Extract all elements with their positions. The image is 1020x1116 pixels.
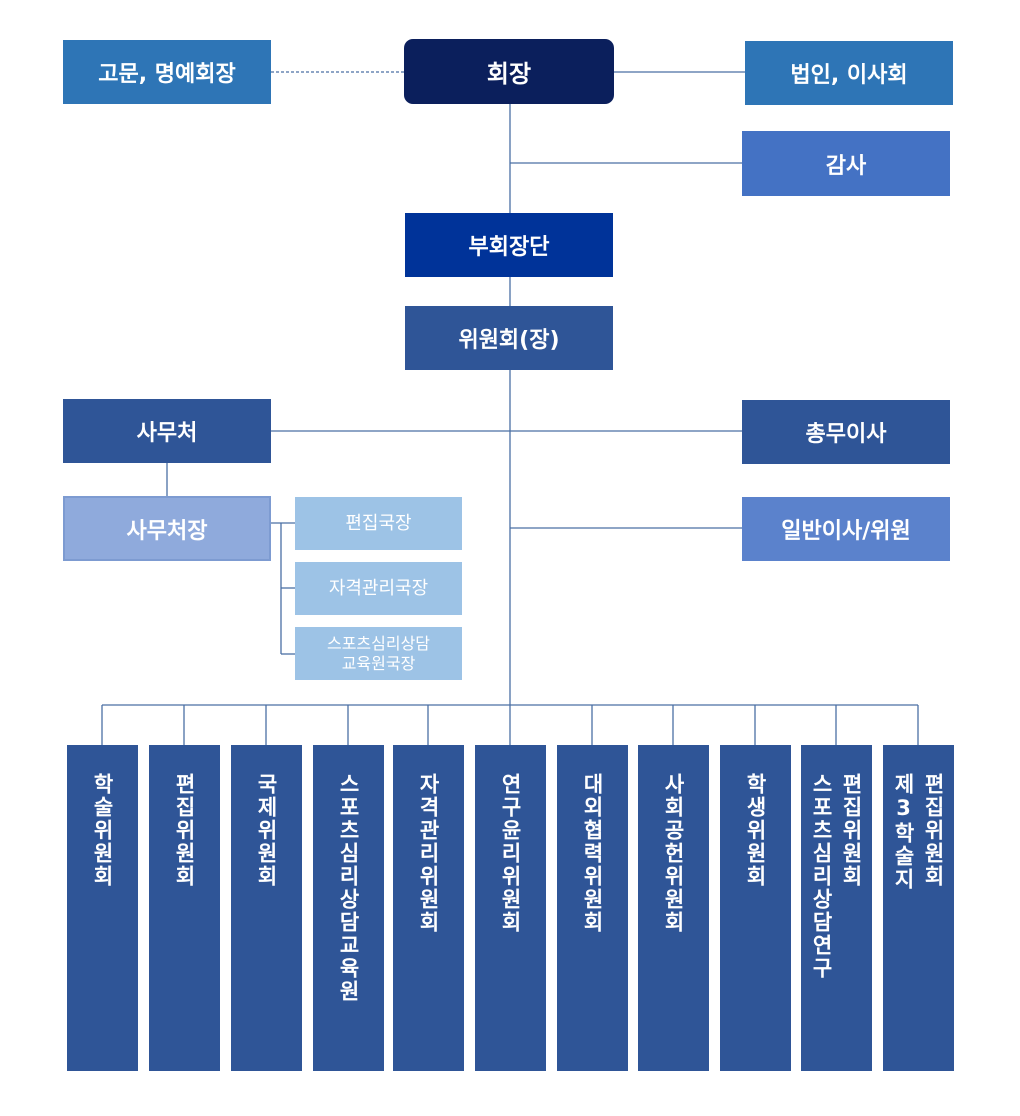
advisors-box: 고문, 명예회장 — [63, 40, 271, 104]
committee-label: 연구윤리위원회 — [498, 773, 523, 934]
committee-box: 자격관리위원회 — [393, 745, 464, 1071]
bureau-counseling-institute: 스포츠심리상담 교육원국장 — [295, 627, 462, 680]
president-box: 회장 — [404, 39, 614, 104]
committee-box: 스포츠심리상담교육원 — [313, 745, 384, 1071]
committee-box: 스포츠심리상담연구 편집위원회 — [801, 745, 872, 1071]
committee-label: 사회공헌위원회 — [661, 773, 686, 934]
committee-box: 사회공헌위원회 — [638, 745, 709, 1071]
general-director-box: 총무이사 — [742, 400, 950, 464]
secretariat-box: 사무처 — [63, 399, 271, 463]
board-box: 법인, 이사회 — [745, 41, 953, 105]
committee-box: 편집위원회 — [149, 745, 220, 1071]
committee-label: 편집위원회 — [172, 773, 197, 888]
committee-label: 제3학술지 편집위원회 — [891, 773, 946, 891]
auditor-box: 감사 — [742, 131, 950, 196]
committee-label: 대외협력위원회 — [580, 773, 605, 934]
committee-box: 대외협력위원회 — [557, 745, 628, 1071]
secretary-general-box: 사무처장 — [63, 496, 271, 561]
committee-label: 국제위원회 — [254, 773, 279, 888]
committee-chairs-box: 위원회(장) — [405, 306, 613, 370]
committee-label: 학술위원회 — [90, 773, 115, 888]
committee-box: 학생위원회 — [720, 745, 791, 1071]
committee-box: 연구윤리위원회 — [475, 745, 546, 1071]
directors-box: 일반이사/위원 — [742, 497, 950, 561]
committee-label: 스포츠심리상담교육원 — [336, 773, 361, 1003]
committee-box: 제3학술지 편집위원회 — [883, 745, 954, 1071]
committee-label: 스포츠심리상담연구 편집위원회 — [809, 773, 864, 980]
committee-box: 학술위원회 — [67, 745, 138, 1071]
committee-label: 자격관리위원회 — [416, 773, 441, 934]
bureau-certification: 자격관리국장 — [295, 562, 462, 615]
bureau-editing: 편집국장 — [295, 497, 462, 550]
vice-presidents-box: 부회장단 — [405, 213, 613, 277]
committee-box: 국제위원회 — [231, 745, 302, 1071]
committee-label: 학생위원회 — [743, 773, 768, 888]
